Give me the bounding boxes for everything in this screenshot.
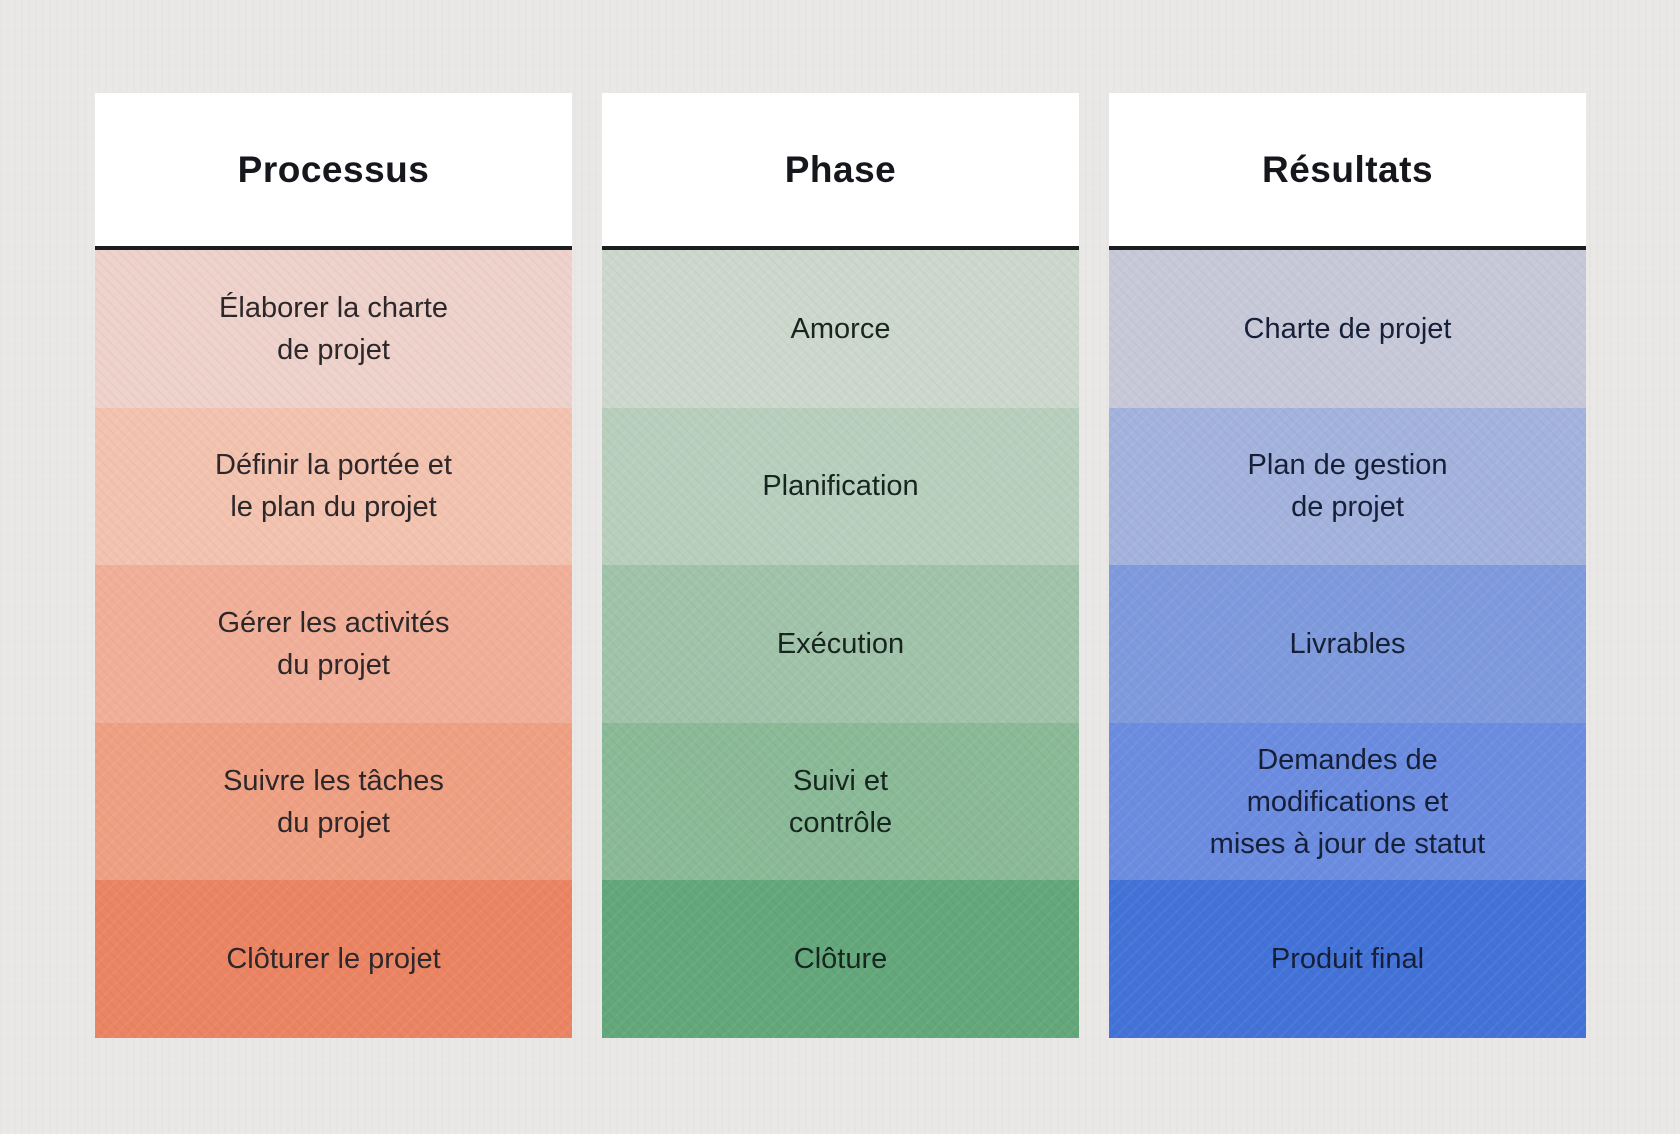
results-column-header: Résultats xyxy=(1109,93,1586,250)
results-cell-3: Livrables xyxy=(1109,565,1586,723)
process-cell-4: Suivre les tâches du projet xyxy=(95,722,572,881)
process-cell-3: Gérer les activités du projet xyxy=(95,565,572,723)
results-cell-4: Demandes de modifications et mises à jou… xyxy=(1109,722,1586,881)
phase-column-header: Phase xyxy=(602,93,1079,250)
process-column-header: Processus xyxy=(95,93,572,250)
phase-column: Phase Amorce Planification Exécution Sui… xyxy=(602,93,1079,1038)
phase-cell-5: Clôture xyxy=(602,880,1079,1038)
process-cell-1: Élaborer la charte de projet xyxy=(95,250,572,408)
phase-cell-4: Suivi et contrôle xyxy=(602,722,1079,881)
phase-cell-3: Exécution xyxy=(602,565,1079,723)
process-cell-2: Définir la portée et le plan du projet xyxy=(95,407,572,566)
results-column: Résultats Charte de projet Plan de gesti… xyxy=(1109,93,1586,1038)
results-cell-1: Charte de projet xyxy=(1109,250,1586,408)
results-cell-5: Produit final xyxy=(1109,880,1586,1038)
phase-cell-2: Planification xyxy=(602,407,1079,566)
process-column: Processus Élaborer la charte de projet D… xyxy=(95,93,572,1038)
process-phase-results-table: Processus Élaborer la charte de projet D… xyxy=(95,93,1586,1038)
results-cell-2: Plan de gestion de projet xyxy=(1109,407,1586,566)
process-cell-5: Clôturer le projet xyxy=(95,880,572,1038)
phase-cell-1: Amorce xyxy=(602,250,1079,408)
